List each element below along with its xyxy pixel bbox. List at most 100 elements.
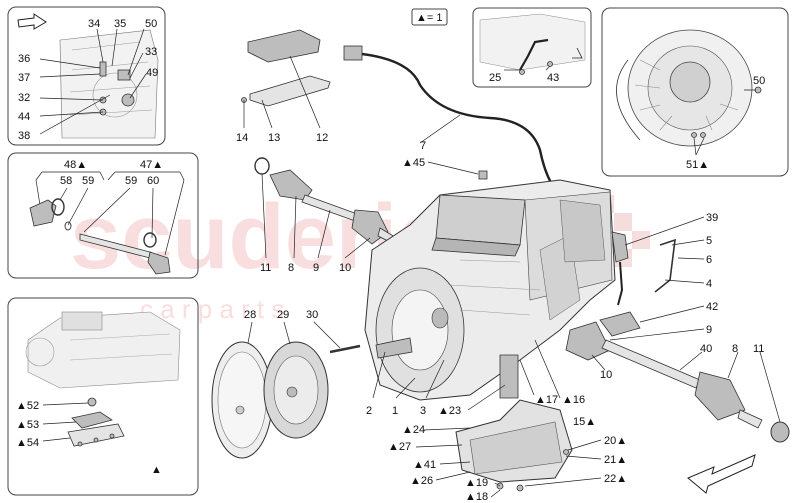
leaders-flywheel (247, 321, 341, 349)
clutch-housing-drawing (616, 29, 762, 147)
callout-59-b: 59 (125, 175, 137, 187)
plug-45 (478, 170, 488, 180)
callout-25: 25 (489, 72, 501, 84)
callout-53: ▲53 (16, 419, 39, 431)
callout-32: 32 (18, 92, 30, 104)
callout-21: 21▲ (604, 454, 627, 466)
callout-50: 50 (145, 18, 157, 30)
callout-37: 37 (18, 72, 30, 84)
callout-43: 43 (547, 72, 559, 84)
gearbox-detail-drawing (59, 29, 159, 139)
inset-bottom-left (7, 297, 199, 496)
callout-59-a: 59 (82, 175, 94, 187)
callout-15: 15▲ (573, 416, 596, 428)
callout-9-right: 9 (706, 324, 712, 336)
oil-pan-drawing (455, 399, 573, 492)
watermark-sub: c a r p a r t s (140, 294, 285, 324)
transmission-overview-drawing (25, 311, 181, 447)
callout-22: 22▲ (604, 473, 627, 485)
callout-30: 30 (306, 309, 318, 321)
callout-29: 29 (277, 309, 289, 321)
leaders-ecu (243, 55, 321, 129)
inset-axle-shafts (7, 152, 199, 279)
direction-arrow-bottom-icon (687, 454, 756, 494)
bracket-48 (35, 171, 105, 181)
callout-54: ▲54 (16, 437, 39, 449)
leaders-top-right (693, 89, 756, 156)
callout-13: 13 (268, 132, 280, 144)
callout-4: 4 (706, 278, 712, 290)
callout-3: 3 (420, 405, 426, 417)
callout-8-left: 8 (288, 262, 294, 274)
inset-top-middle (472, 7, 592, 88)
leader-7 (419, 114, 461, 144)
bracket-47 (107, 171, 185, 181)
ecu-drawing (241, 29, 331, 107)
callout-51: 51▲ (686, 159, 709, 171)
callout-17: ▲17 (535, 394, 558, 406)
leader-45 (427, 161, 479, 175)
flywheel-drawing (263, 341, 329, 439)
callout-26: ▲26 (410, 475, 433, 487)
right-driveshaft-drawing (565, 321, 790, 443)
leaders-bottom-left (42, 402, 89, 442)
callout-60: 60 (147, 175, 159, 187)
callout-39: 39 (706, 212, 718, 224)
callout-35: 35 (114, 18, 126, 30)
inset-top-left (7, 6, 166, 146)
callout-52: ▲52 (16, 400, 39, 412)
callout-42: 42 (706, 301, 718, 313)
callout-7: 7 (420, 140, 426, 152)
callout-27: ▲27 (388, 441, 411, 453)
leaders-top-middle (504, 65, 551, 71)
callout-49: 49 (146, 67, 158, 79)
right-side-parts-drawing (599, 231, 676, 337)
small-arrow-icon (572, 47, 583, 59)
bracket-detail-drawing (479, 13, 586, 75)
inset-top-right (601, 7, 789, 177)
callout-28: 28 (244, 309, 256, 321)
leaders-axle (35, 179, 185, 256)
callout-24: ▲24 (402, 424, 425, 436)
callout-41: ▲41 (413, 459, 436, 471)
callout-10-right: 10 (600, 369, 612, 381)
callout-14: 14 (236, 132, 248, 144)
flex-plate-drawing (211, 341, 273, 459)
callout-6: 6 (706, 254, 712, 266)
callout-19: ▲19 (465, 477, 488, 489)
leaders-top-left (39, 28, 147, 135)
callout-50-right: 50 (753, 75, 765, 87)
callout-2: 2 (366, 405, 372, 417)
callout-40: 40 (700, 343, 712, 355)
callout-58: 58 (60, 175, 72, 187)
callout-5: 5 (706, 235, 712, 247)
callout-18: ▲18 (465, 491, 488, 503)
callout-20: 20▲ (604, 435, 627, 447)
callout-9-left: 9 (313, 262, 319, 274)
callout-34: 34 (88, 18, 100, 30)
wiring-harness-drawing (343, 45, 571, 206)
callout-1: 1 (392, 405, 398, 417)
callout-45: ▲45 (402, 157, 425, 169)
callout-47: 47▲ (140, 159, 163, 171)
callout-12: 12 (316, 132, 328, 144)
callout-36: 36 (18, 53, 30, 65)
leaders-oil-pan (415, 427, 602, 498)
legend-text: ▲= 1 (416, 12, 443, 24)
callout-11-left: 11 (260, 262, 271, 274)
callout-11-right: 11 (753, 343, 764, 355)
callout-10-left: 10 (339, 262, 351, 274)
callout-48: 48▲ (64, 159, 87, 171)
callout-16: ▲16 (562, 394, 585, 406)
axle-shaft-drawing (29, 198, 171, 275)
direction-arrow-icon (17, 13, 47, 30)
legend-box (411, 8, 448, 26)
leaders-left-shaft (261, 173, 371, 259)
bolt-30 (329, 344, 361, 354)
transmission-main-drawing (364, 179, 616, 401)
callout-8-right: 8 (732, 343, 738, 355)
callout-38: 38 (18, 130, 30, 142)
callout-33: 33 (145, 46, 157, 58)
callout-44: 44 (18, 111, 30, 123)
